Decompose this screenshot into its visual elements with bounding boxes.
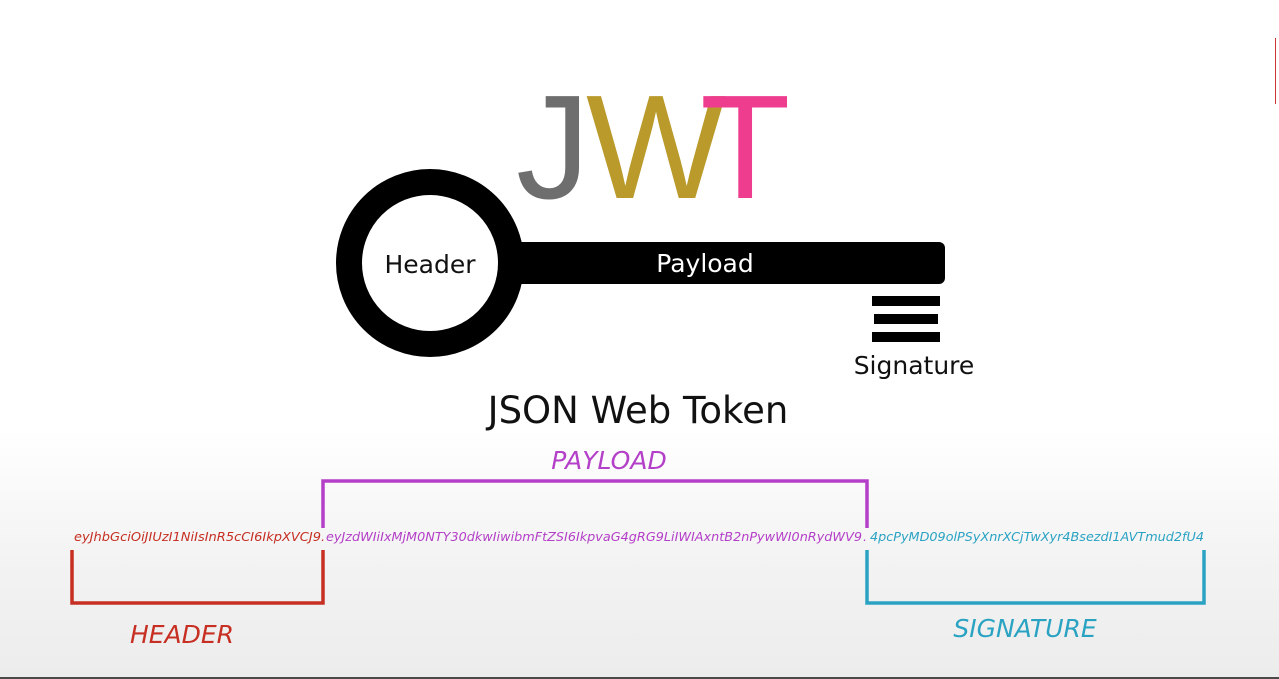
payload-label: PAYLOAD <box>551 446 666 475</box>
signature-bracket <box>865 550 1206 605</box>
key-header-label: Header <box>384 250 476 279</box>
token-dot-2: . <box>863 529 867 544</box>
key-bit-bar-2 <box>874 314 938 324</box>
token-dot-1: . <box>321 529 325 544</box>
header-bracket <box>70 550 325 605</box>
subtitle: JSON Web Token <box>486 389 789 432</box>
edge-marker <box>1275 38 1279 104</box>
payload-bracket <box>321 479 869 528</box>
key-shaft <box>500 242 945 284</box>
header-label: HEADER <box>130 620 234 649</box>
token-payload-segment: eyJzdWIiIxMjM0NTY30dkwIiwibmFtZSI6IkpvaG… <box>326 529 862 544</box>
logo-letter-j: J <box>516 65 590 230</box>
token-signature-segment: 4pcPyMD09olPSyXnrXCjTwXyr4BsezdI1AVTmud2… <box>870 529 1204 544</box>
bottom-border <box>0 677 1279 679</box>
logo-letter-w: W <box>586 65 726 230</box>
key-bow-ring <box>336 169 524 357</box>
key-bit-bar-3 <box>872 332 940 342</box>
key-payload-label: Payload <box>656 249 754 278</box>
signature-label: SIGNATURE <box>953 614 1097 643</box>
token-header-segment: eyJhbGciOiJIUzI1NiIsInR5cCI6IkpXVCJ9 <box>74 529 321 544</box>
key-signature-label: Signature <box>854 351 975 380</box>
jwt-logo: J W T <box>516 65 790 230</box>
logo-letter-t: T <box>700 65 790 230</box>
key-graphic <box>336 169 945 357</box>
key-bit-bar-1 <box>872 296 940 306</box>
